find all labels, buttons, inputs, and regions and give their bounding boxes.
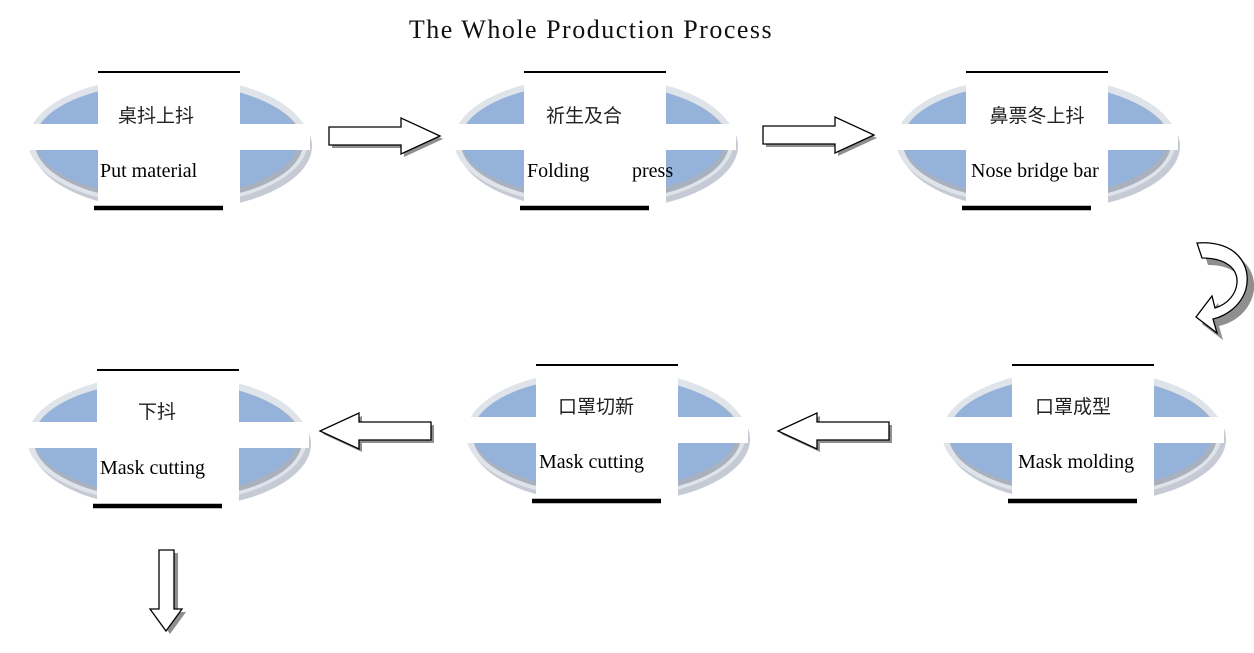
step-label-cn: 口罩切新: [558, 396, 634, 418]
step-label-en: Nose bridge bar: [971, 160, 1099, 182]
step-label-en: Mask cutting: [100, 457, 205, 479]
step-label-cn: 桌抖上抖: [118, 105, 194, 127]
step-label-en: Folding: [527, 160, 589, 182]
step-label-cn: 鼻票冬上抖: [989, 105, 1084, 127]
down-arrow-icon: [148, 549, 186, 634]
u-turn-arrow-icon: [1195, 242, 1254, 340]
left-arrow-icon: [319, 412, 435, 453]
step-node-unload: 下抖 Mask cutting: [25, 369, 311, 511]
step-label-cn: 祈生及合: [546, 105, 622, 127]
right-arrow-icon: [328, 117, 444, 158]
step-label-en: Mask molding: [1018, 451, 1134, 473]
right-arrow-icon: [762, 116, 878, 157]
step-node-folding-press: 祈生及合 Folding press: [452, 71, 738, 213]
step-node-mask-molding: 口罩成型 Mask molding: [940, 364, 1226, 506]
step-label-cn: 下抖: [138, 401, 176, 423]
step-label-en-2: press: [632, 160, 673, 182]
step-label-cn: 口罩成型: [1035, 396, 1111, 418]
left-arrow-icon: [777, 412, 893, 453]
step-node-put-material: 桌抖上抖 Put material: [26, 71, 312, 213]
step-node-nose-bridge-bar: 鼻票冬上抖 Nose bridge bar: [894, 71, 1180, 213]
diagram-title: The Whole Production Process: [409, 15, 773, 44]
step-label-en: Put material: [100, 160, 198, 182]
step-node-mask-cutting: 口罩切新 Mask cutting: [464, 364, 750, 506]
step-label-en: Mask cutting: [539, 451, 644, 473]
